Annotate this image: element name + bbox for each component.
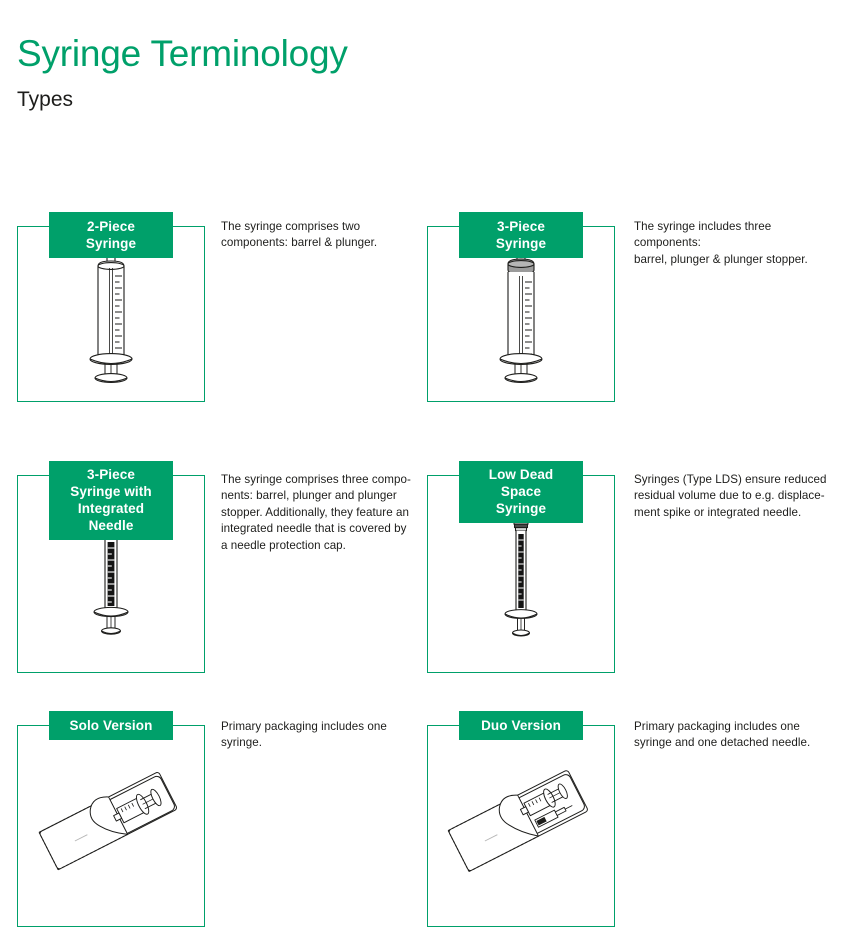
card-description-duo-version: Primary packaging includes one syringe a…: [634, 720, 811, 750]
card-frame: [17, 725, 205, 927]
card-frame: [427, 725, 615, 927]
card-description-three-piece-syringe-integrated-needle: The syringe comprises three compo- nents…: [221, 473, 411, 552]
card-badge: 3-Piece Syringe with Integrated Needle: [49, 461, 173, 540]
card-description-two-piece-syringe: The syringe comprises two components: ba…: [221, 220, 378, 250]
page-title: Syringe Terminology: [17, 32, 348, 74]
card-badge: Low Dead Space Syringe: [459, 461, 583, 523]
section-subtitle: Types: [17, 88, 74, 112]
card-badge: Duo Version: [459, 711, 583, 740]
card-badge: 2-Piece Syringe: [49, 212, 173, 258]
card-badge: Solo Version: [49, 711, 173, 740]
card-description-three-piece-syringe: The syringe includes three components: b…: [634, 220, 808, 266]
card-description-solo-version: Primary packaging includes one syringe.: [221, 720, 387, 750]
card-description-low-dead-space-syringe: Syringes (Type LDS) ensure reduced resid…: [634, 473, 827, 519]
card-badge: 3-Piece Syringe: [459, 212, 583, 258]
